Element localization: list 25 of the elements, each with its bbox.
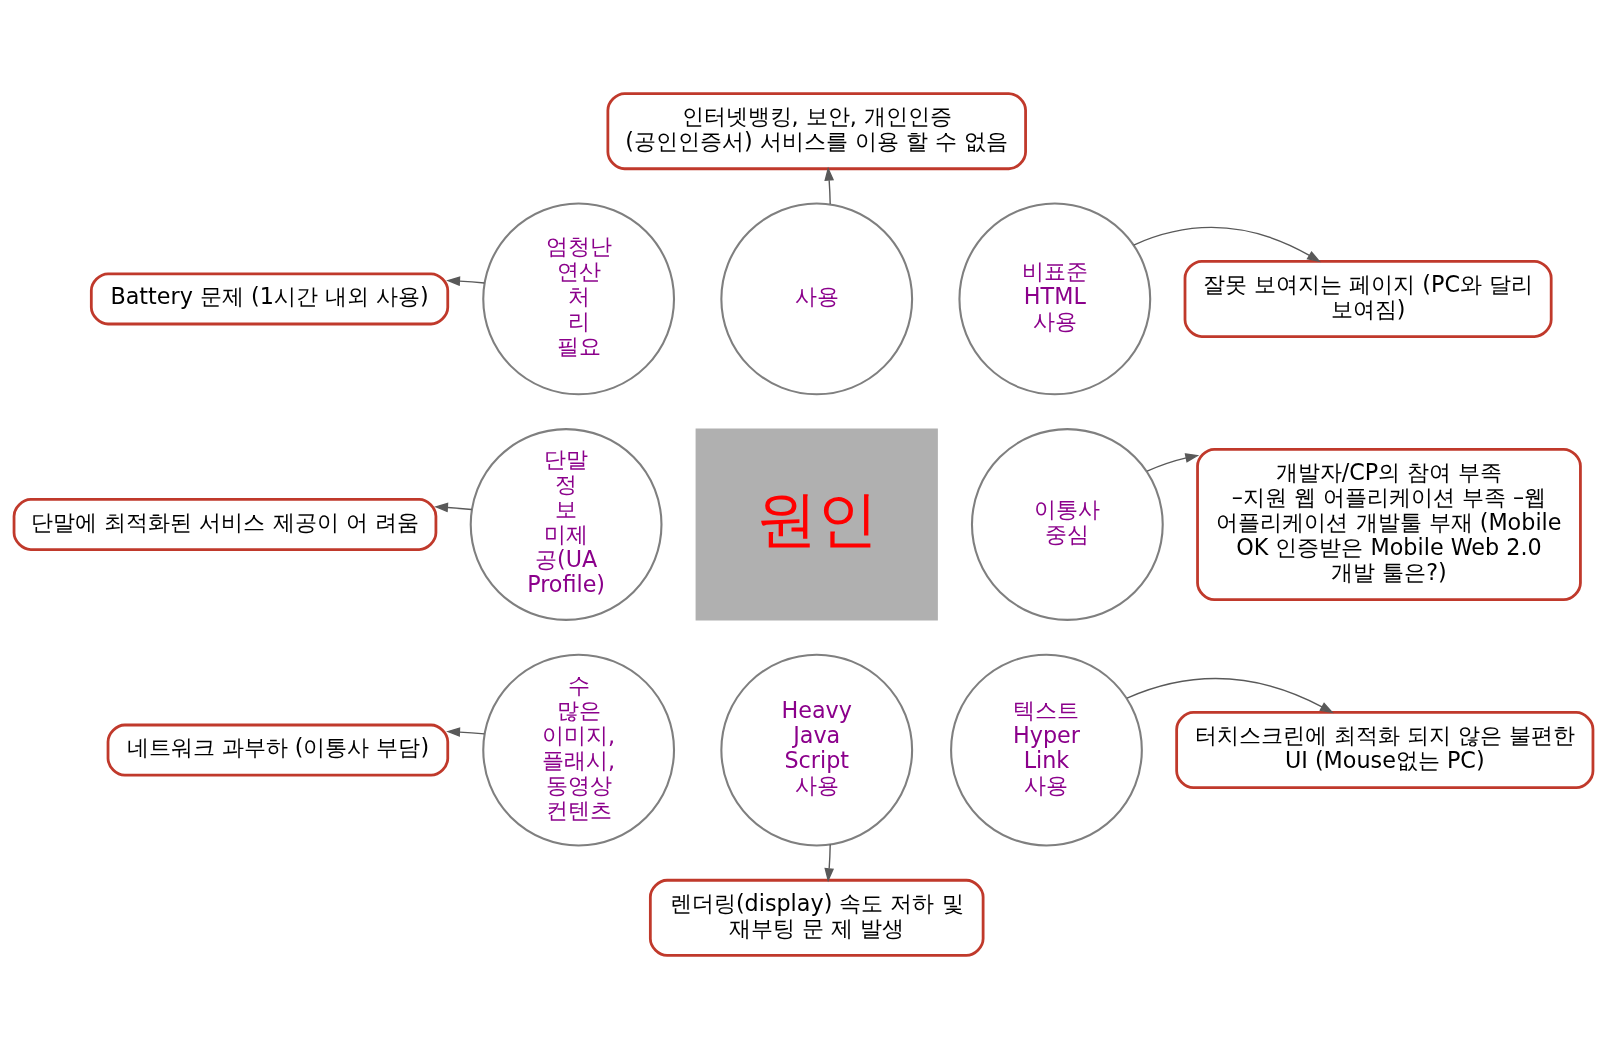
node-box: 렌더링(display) 속도 저하 및 재부팅 문 제 발생 [648, 878, 985, 957]
node-circle: 텍스트 Hyper Link 사용 [950, 653, 1143, 846]
arrow [824, 166, 835, 205]
arrow [1133, 226, 1321, 262]
node-box: 인터넷뱅킹, 보안, 개인인증 (공인인증서) 서비스를 이용 할 수 없음 [606, 91, 1027, 170]
node-circle: 단말 정 보 미제 공(UA Profile) [469, 427, 663, 621]
arrow [824, 843, 835, 882]
node-circle: 엄청난 연산 처 리 필요 [482, 202, 676, 395]
node-box: 개발자/CP의 참여 부족 –지원 웹 어플리케이션 부족 –웹 어플리케이션 개발툴 부재 (Mobile OK 인증받은 Mobile Web 2.0 개발 툴은?) [1196, 447, 1582, 601]
node-circle: 이통사 중심 [970, 427, 1164, 621]
node-circle: Heavy Java Script 사용 [720, 653, 914, 846]
arrow [434, 502, 473, 512]
arrow [446, 275, 486, 286]
node-box: 터치스크린에 최적화 되지 않은 불편한 UI (Mouse없는 PC) [1175, 710, 1595, 789]
node-box: 단말에 최적화된 서비스 제공이 어 려움 [12, 497, 438, 551]
node-box: 원인 [695, 427, 938, 621]
node-box: 잘못 보여지는 페이지 (PC와 달리 보여짐) [1183, 259, 1553, 338]
node-box: 네트워크 과부하 (이통사 부담) [106, 723, 450, 776]
node-circle: 비표준 HTML 사용 [958, 202, 1152, 395]
node-box: Battery 문제 (1시간 내외 사용) [89, 272, 450, 325]
arrow [1146, 452, 1200, 472]
arrow [1126, 677, 1334, 713]
node-circle: 수 많은 이미지, 플래시, 동영상 컨텐츠 [482, 653, 676, 846]
node-circle: 사용 [720, 202, 914, 395]
arrow [446, 726, 486, 737]
